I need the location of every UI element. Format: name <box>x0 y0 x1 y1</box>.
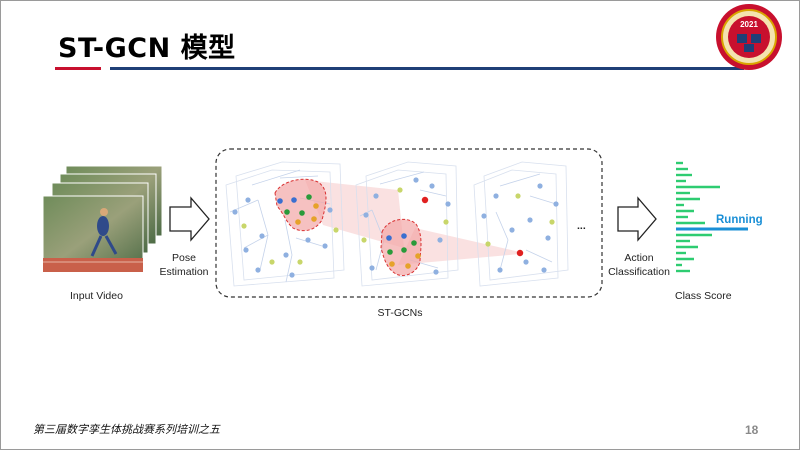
st-gcns-label: ST-GCNs <box>378 307 423 319</box>
pose-label-line1: Pose <box>172 252 196 264</box>
class-score-bars <box>676 161 720 273</box>
st-gcns-box <box>215 148 603 298</box>
title-rule-blue <box>110 67 744 70</box>
slide-title: ST-GCN 模型 <box>58 33 236 64</box>
action-label-line2: Classification <box>608 266 670 278</box>
highlight-class-label: Running <box>716 214 763 226</box>
graph-2-nodes <box>361 177 451 275</box>
page-number: 18 <box>745 423 759 437</box>
pose-label-line2: Estimation <box>159 266 208 278</box>
input-video-label: Input Video <box>70 290 123 302</box>
ellipsis-label: ... <box>577 220 586 232</box>
action-classification-arrow <box>617 196 657 242</box>
projected-node-2 <box>516 249 524 257</box>
projected-node-1 <box>421 196 429 204</box>
graph-1-nodes <box>232 194 339 278</box>
projection-wedge-1 <box>305 180 404 248</box>
graph-3-nodes <box>481 183 559 273</box>
competition-emblem: 2021 <box>716 4 782 70</box>
skeleton-graph-3 <box>473 161 569 287</box>
emblem-year: 2021 <box>740 20 758 29</box>
title-rule-red <box>55 67 101 70</box>
projection-wedge-2 <box>398 228 520 265</box>
class-score-label: Class Score <box>675 290 732 302</box>
input-video-frames <box>42 165 163 273</box>
highlight-region-2 <box>380 218 422 276</box>
footer-text: 第三届数字孪生体挑战赛系列培训之五 <box>33 423 220 436</box>
action-label-line1: Action <box>624 252 653 264</box>
pose-estimation-arrow <box>169 196 210 242</box>
